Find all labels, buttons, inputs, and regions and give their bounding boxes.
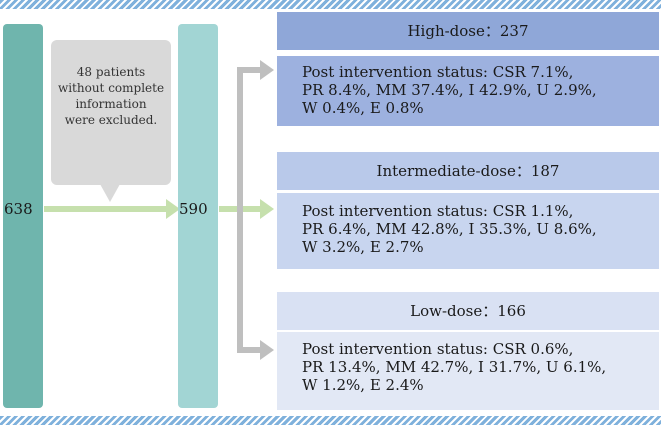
included-count-bar — [178, 24, 218, 408]
bottom-stripe — [0, 416, 661, 425]
intermediate-dose-status-box: Post intervention status: CSR 1.1%, PR 6… — [277, 193, 659, 269]
included-count-label: 590 — [179, 200, 208, 218]
main-arrow-head — [166, 199, 180, 219]
branch-low-head — [260, 340, 274, 360]
high-dose-status: Post intervention status: CSR 7.1%, PR 8… — [302, 63, 597, 117]
to-intermediate-head — [260, 199, 274, 219]
exclusion-callout — [51, 40, 171, 185]
start-count-label: 638 — [4, 200, 33, 218]
intermediate-dose-title: Intermediate-dose：187 — [277, 152, 659, 190]
high-dose-group: High-dose：237 Post intervention status: … — [277, 12, 659, 126]
intermediate-dose-status: Post intervention status: CSR 1.1%, PR 6… — [302, 202, 597, 256]
low-dose-status-box: Post intervention status: CSR 0.6%, PR 1… — [277, 332, 659, 410]
low-dose-title: Low-dose：166 — [277, 292, 659, 330]
high-dose-title: High-dose：237 — [277, 12, 659, 50]
branch-high-head — [260, 60, 274, 80]
high-dose-status-box: Post intervention status: CSR 7.1%, PR 8… — [277, 56, 659, 126]
low-dose-status: Post intervention status: CSR 0.6%, PR 1… — [302, 340, 607, 394]
start-count-bar — [3, 24, 43, 408]
top-stripe — [0, 0, 661, 9]
exclusion-callout-tail — [100, 184, 120, 202]
low-dose-group: Low-dose：166 Post intervention status: C… — [277, 292, 659, 410]
intermediate-dose-group: Intermediate-dose：187 Post intervention … — [277, 152, 659, 269]
exclusion-note: 48 patients without complete information… — [57, 65, 165, 127]
